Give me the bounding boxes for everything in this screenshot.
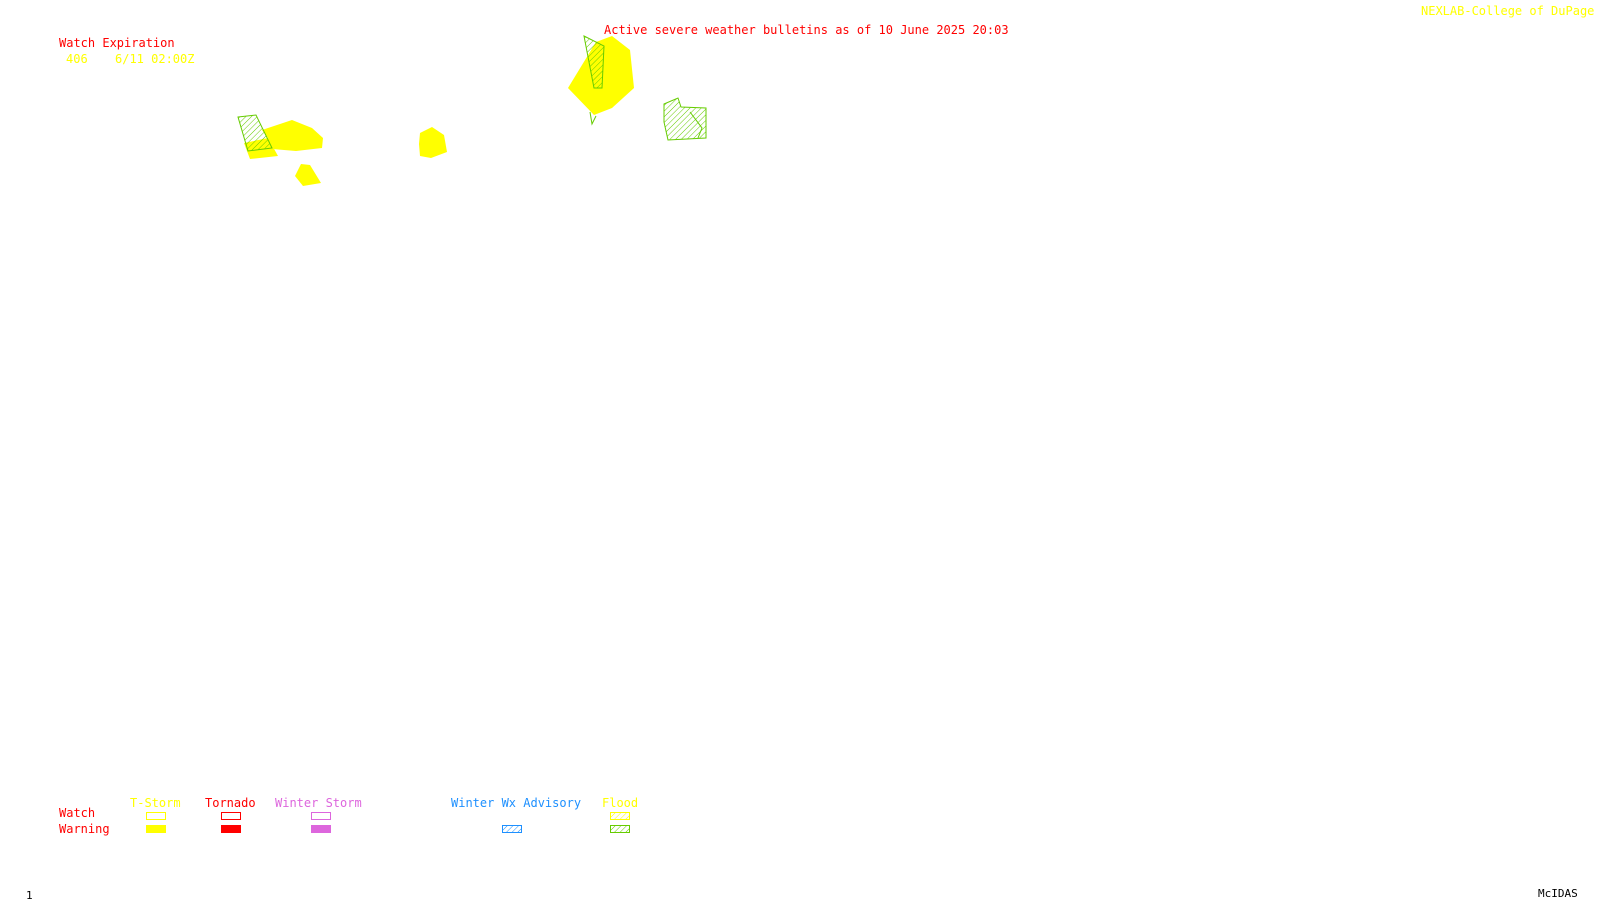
watch-expiration-title: Watch Expiration xyxy=(59,36,175,50)
watch-expiry-time: 6/11 02:00Z xyxy=(115,52,195,66)
flood-warning-outline xyxy=(589,111,597,126)
flood-warning-polygon xyxy=(663,97,707,141)
legend-swatch-tornado-warning xyxy=(221,825,241,833)
frame-number: 1 xyxy=(26,889,33,902)
tstorm-warning-polygon xyxy=(262,120,323,151)
legend-label-tstorm: T-Storm xyxy=(130,796,181,810)
legend-swatch-tornado-watch xyxy=(221,812,241,820)
legend-row-watch: Watch xyxy=(59,806,96,820)
tstorm-warning-polygon xyxy=(295,164,321,186)
legend-label-tornado: Tornado xyxy=(205,796,256,810)
legend-swatch-tstorm-warning xyxy=(146,825,166,833)
credit-label: NEXLAB-College of DuPage R xyxy=(1421,4,1600,18)
bulletin-title: Active severe weather bulletins as of 10… xyxy=(604,23,1009,37)
legend-label-flood: Flood xyxy=(602,796,639,810)
legend-row-warning: Warning xyxy=(59,822,110,836)
legend-swatch-winter-wx-advisory xyxy=(502,825,522,833)
tstorm-warning-polygon xyxy=(419,127,447,158)
legend-swatch-flood-warning xyxy=(610,825,630,833)
legend-swatch-tstorm-watch xyxy=(146,812,166,820)
flood-warning-polygon xyxy=(237,114,273,152)
software-label: McIDAS xyxy=(1538,887,1578,900)
legend-swatch-winter-storm-watch xyxy=(311,812,331,820)
legend-swatch-winter-storm-warning xyxy=(311,825,331,833)
legend-label-winter-wx-advisory: Winter Wx Advisory xyxy=(451,796,582,810)
flood-warning-polygon xyxy=(583,35,605,89)
flood-warning-outline xyxy=(689,111,703,139)
watch-number: 406 xyxy=(66,52,88,66)
legend-swatch-flood-watch xyxy=(610,812,630,820)
legend-label-winter-storm: Winter Storm xyxy=(275,796,362,810)
